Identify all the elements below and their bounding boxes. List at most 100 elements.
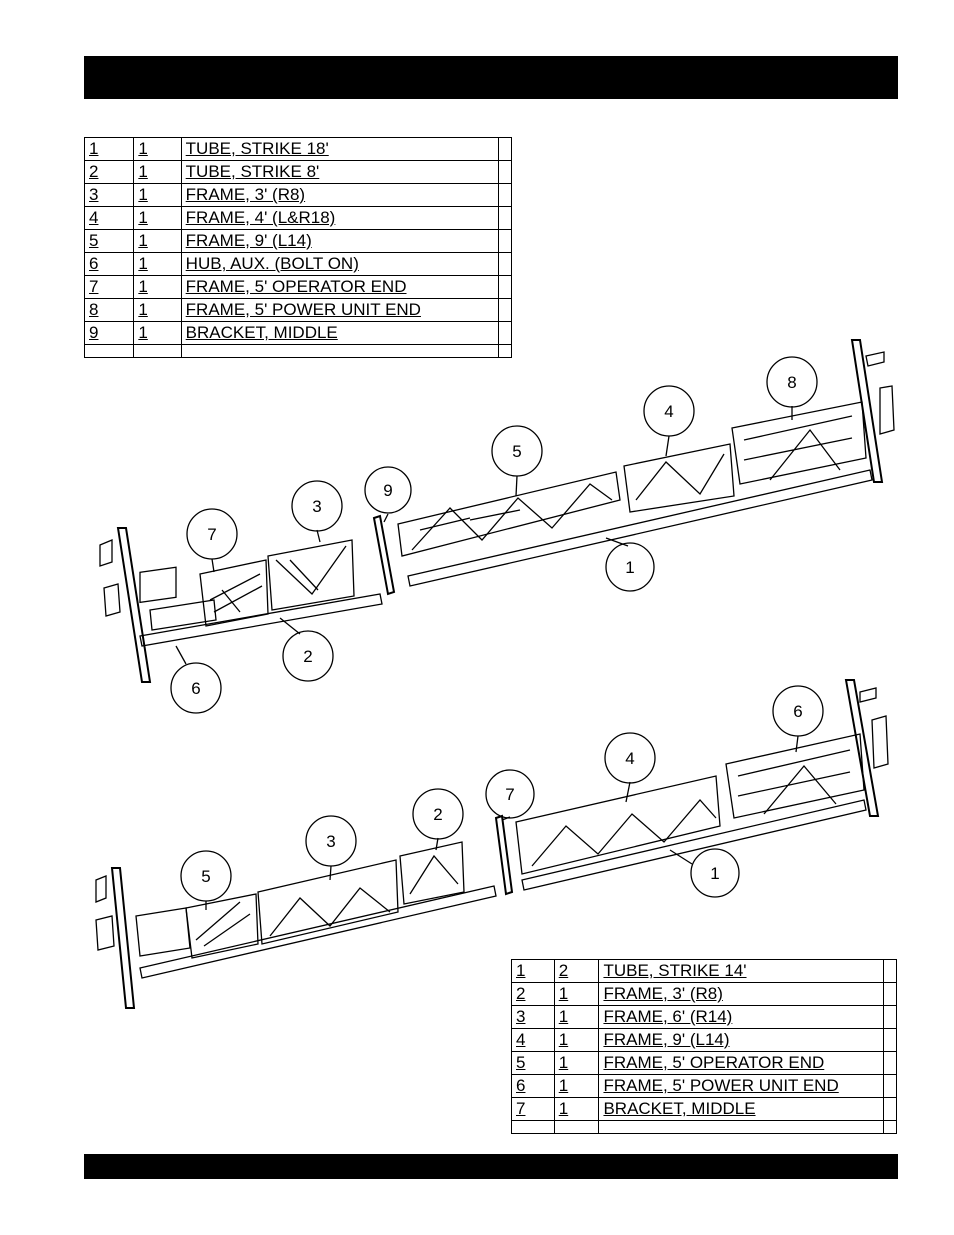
item-number: 8 bbox=[83, 298, 135, 322]
description: BRACKET, MIDDLE bbox=[598, 1097, 885, 1121]
blank-cell bbox=[883, 982, 897, 1006]
quantity: 1 bbox=[133, 321, 182, 345]
item-number: 4 bbox=[511, 1028, 555, 1052]
blank-cell bbox=[554, 1120, 600, 1134]
blank-cell bbox=[133, 344, 182, 358]
blank-cell bbox=[498, 252, 513, 276]
item-number: 3 bbox=[511, 1005, 555, 1029]
quantity: 1 bbox=[554, 1051, 600, 1075]
blank-cell bbox=[883, 1097, 897, 1121]
blank-cell bbox=[498, 160, 513, 184]
quantity: 1 bbox=[133, 298, 182, 322]
callout-2: 2 bbox=[433, 805, 442, 824]
item-number: 9 bbox=[83, 321, 135, 345]
blank-cell bbox=[511, 1120, 555, 1134]
quantity: 1 bbox=[554, 1074, 600, 1098]
blank-cell bbox=[598, 1120, 885, 1134]
callout-8: 8 bbox=[787, 373, 796, 392]
blank-cell bbox=[498, 344, 513, 358]
description: FRAME, 5' POWER UNIT END bbox=[181, 298, 499, 322]
blank-cell bbox=[181, 344, 499, 358]
item-number: 2 bbox=[83, 160, 135, 184]
blank-cell bbox=[883, 1005, 897, 1029]
callout-5: 5 bbox=[201, 867, 210, 886]
item-number: 5 bbox=[511, 1051, 555, 1075]
item-number: 5 bbox=[83, 229, 135, 253]
quantity: 1 bbox=[133, 252, 182, 276]
quantity: 1 bbox=[554, 1005, 600, 1029]
callout-3: 3 bbox=[312, 497, 321, 516]
item-number: 2 bbox=[511, 982, 555, 1006]
description: FRAME, 5' OPERATOR END bbox=[181, 275, 499, 299]
blank-cell bbox=[883, 1120, 897, 1134]
blank-cell bbox=[883, 1074, 897, 1098]
description: FRAME, 3' (R8) bbox=[181, 183, 499, 207]
description: FRAME, 6' (R14) bbox=[598, 1005, 885, 1029]
description: TUBE, STRIKE 8' bbox=[181, 160, 499, 184]
item-number: 1 bbox=[511, 959, 555, 983]
item-number: 7 bbox=[83, 275, 135, 299]
description: TUBE, STRIKE 14' bbox=[598, 959, 885, 983]
item-number: 6 bbox=[83, 252, 135, 276]
callout-6: 6 bbox=[191, 679, 200, 698]
blank-cell bbox=[883, 1028, 897, 1052]
blank-cell bbox=[498, 137, 513, 161]
quantity: 1 bbox=[133, 183, 182, 207]
assembly-diagram-14ft bbox=[95, 679, 889, 1009]
callout-5: 5 bbox=[512, 442, 521, 461]
description: FRAME, 9' (L14) bbox=[598, 1028, 885, 1052]
description: FRAME, 5' OPERATOR END bbox=[598, 1051, 885, 1075]
empty-row bbox=[511, 1120, 897, 1134]
footer-bar bbox=[84, 1154, 898, 1179]
quantity: 1 bbox=[133, 160, 182, 184]
description: BRACKET, MIDDLE bbox=[181, 321, 499, 345]
callout-1: 1 bbox=[710, 864, 719, 883]
item-number: 6 bbox=[511, 1074, 555, 1098]
quantity: 1 bbox=[133, 229, 182, 253]
header-bar bbox=[84, 56, 898, 99]
description: FRAME, 4' (L&R18) bbox=[181, 206, 499, 230]
blank-cell bbox=[883, 959, 897, 983]
description: HUB, AUX. (BOLT ON) bbox=[181, 252, 499, 276]
blank-cell bbox=[83, 344, 135, 358]
quantity: 1 bbox=[133, 137, 182, 161]
quantity: 1 bbox=[554, 1028, 600, 1052]
blank-cell bbox=[498, 183, 513, 207]
blank-cell bbox=[498, 275, 513, 299]
item-number: 3 bbox=[83, 183, 135, 207]
description: TUBE, STRIKE 18' bbox=[181, 137, 499, 161]
callout-4: 4 bbox=[625, 749, 634, 768]
callout-6: 6 bbox=[793, 702, 802, 721]
callout-7: 7 bbox=[207, 525, 216, 544]
quantity: 1 bbox=[133, 275, 182, 299]
item-number: 7 bbox=[511, 1097, 555, 1121]
description: FRAME, 9' (L14) bbox=[181, 229, 499, 253]
description: FRAME, 3' (R8) bbox=[598, 982, 885, 1006]
blank-cell bbox=[498, 229, 513, 253]
assembly-diagram-18ft bbox=[99, 339, 895, 714]
callout-2: 2 bbox=[303, 647, 312, 666]
blank-cell bbox=[883, 1051, 897, 1075]
quantity: 1 bbox=[554, 1097, 600, 1121]
callout-4: 4 bbox=[664, 402, 673, 421]
quantity: 2 bbox=[554, 959, 600, 983]
callout-9: 9 bbox=[383, 481, 392, 500]
